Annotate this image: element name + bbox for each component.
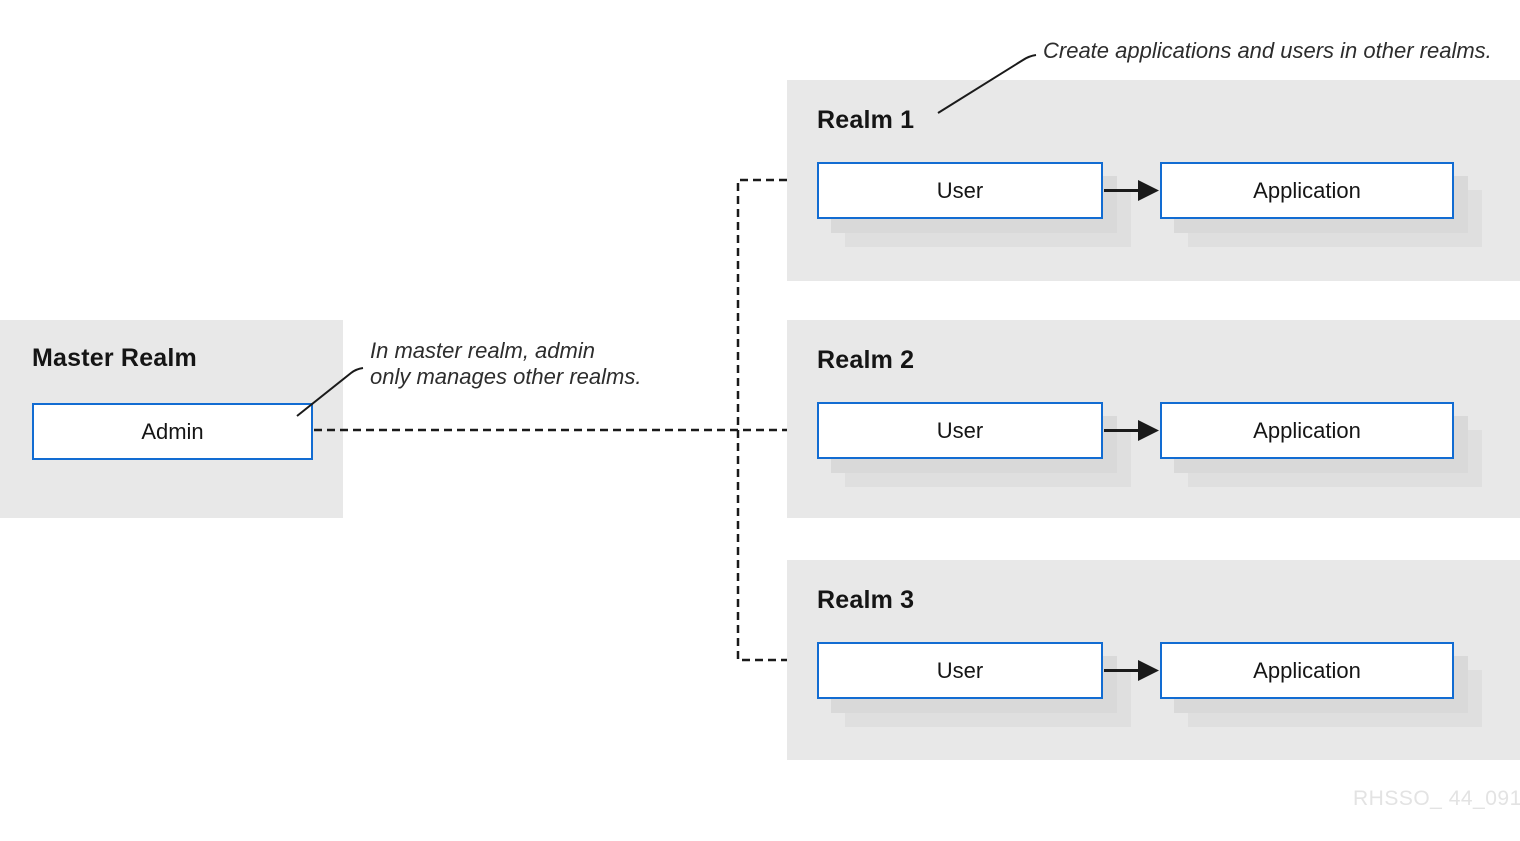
realm-3-title: Realm 3 bbox=[817, 586, 915, 614]
realm-3-application-label: Application bbox=[1253, 657, 1361, 683]
realm-2-title: Realm 2 bbox=[817, 346, 915, 374]
realm-1-user-node: User bbox=[817, 162, 1103, 219]
realm-3-panel: Realm 3 User Application bbox=[787, 560, 1520, 760]
realm-2-application-label: Application bbox=[1253, 417, 1361, 443]
realm-2-user-node: User bbox=[817, 402, 1103, 459]
master-realm-panel: Master Realm Admin bbox=[0, 320, 343, 518]
annotation-create-apps: Create applications and users in other r… bbox=[1043, 38, 1492, 63]
realm-2-user-label: User bbox=[936, 417, 984, 443]
realm-1-title: Realm 1 bbox=[817, 106, 915, 134]
annotation-master-admin-line1: In master realm, admin bbox=[370, 338, 595, 363]
realm-2-panel: Realm 2 User Application bbox=[787, 320, 1520, 518]
realm-3-application-node: Application bbox=[1160, 642, 1454, 699]
admin-node-label: Admin bbox=[141, 418, 204, 444]
realm-3-user-label: User bbox=[936, 657, 984, 683]
realm-3-user-node: User bbox=[817, 642, 1103, 699]
realm-1-application-label: Application bbox=[1253, 177, 1361, 203]
realm-1-panel: Realm 1 User Application bbox=[787, 80, 1520, 281]
annotation-master-admin: In master realm, admin only manages othe… bbox=[370, 338, 641, 390]
realm-1-application-node: Application bbox=[1160, 162, 1454, 219]
watermark-text: RHSSO_ 44_0919 bbox=[1353, 787, 1520, 810]
annotation-master-admin-line2: only manages other realms. bbox=[370, 364, 642, 389]
realm-2-application-node: Application bbox=[1160, 402, 1454, 459]
admin-node: Admin bbox=[32, 403, 313, 460]
dashed-connector-trunk bbox=[736, 178, 787, 662]
master-realm-title: Master Realm bbox=[32, 344, 197, 372]
realm-1-user-label: User bbox=[936, 177, 984, 203]
